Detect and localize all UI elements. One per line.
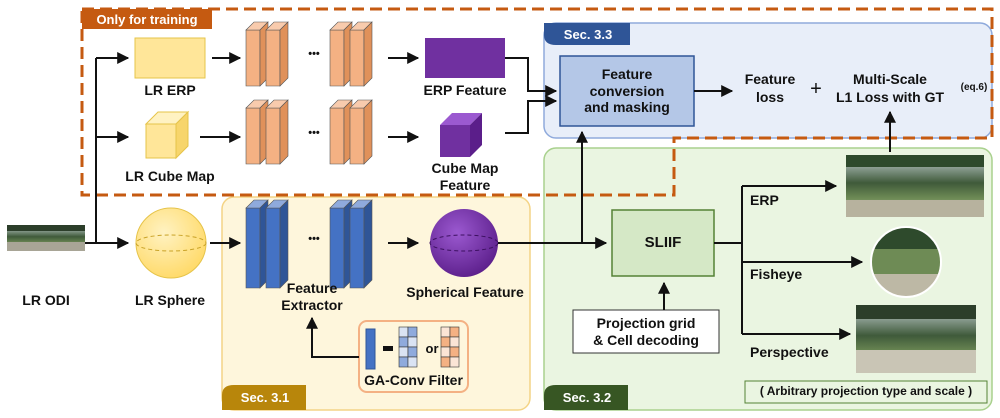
ga-orange-grid-cell (440, 326, 451, 338)
ga-blue-grid-cell (407, 356, 418, 368)
feature-conversion-block (559, 55, 695, 127)
ga-conv-blue-bar (365, 328, 376, 370)
sec32-tag-shape (544, 385, 628, 410)
cube-feature-shape (440, 113, 482, 157)
arbitrary-label: ( Arbitrary projection type and scale ) (759, 384, 973, 398)
stack-row1-slab-3 (349, 21, 373, 87)
erp-output-image (846, 155, 984, 217)
lr-erp-rect (134, 37, 206, 79)
sec31-tag-shape (222, 385, 306, 410)
ga-orange-grid-cell (449, 326, 460, 338)
feature-loss-label-2: loss (755, 89, 784, 105)
erp-feature-label: ERP Feature (423, 82, 507, 98)
arrow-cubefeat-to-conv (505, 95, 558, 134)
cube-encoder-stack (245, 99, 373, 165)
arrow-erpfeat-to-conv (505, 57, 558, 97)
lr-odi-image (7, 225, 85, 251)
lr-erp-label: LR ERP (144, 82, 196, 98)
dots-row1: ••• (308, 48, 320, 60)
ga-blue-grid-cell (407, 336, 418, 348)
lr-cube-map-label: LR Cube Map (125, 168, 215, 184)
lr-sphere-shape (135, 207, 207, 279)
stack-row3-slab-3 (349, 199, 373, 289)
dots-row3: ••• (308, 233, 320, 245)
extractor-label-1: Feature (286, 280, 338, 296)
ga-orange-grid-cell (449, 356, 460, 368)
perspective-output-label: Perspective (750, 344, 829, 360)
multiscale-label-1: Multi-Scale (853, 71, 927, 87)
ga-orange-grid-cell (440, 346, 451, 358)
fisheye-output-label: Fisheye (750, 266, 803, 282)
sliif-label: SLIIF (644, 234, 682, 251)
arrow-ga-to-extractor (306, 316, 359, 358)
training-region-border (80, 7, 994, 197)
ga-blue-grid-cell (398, 346, 409, 358)
erp-output-label: ERP (750, 192, 779, 208)
lr-sphere-label: LR Sphere (134, 292, 205, 308)
projection-grid-label: Projection grid & Cell decoding (593, 314, 699, 348)
ga-conv-grid-blue (398, 326, 418, 368)
ga-blue-grid-cell (398, 356, 409, 368)
stack-row1-slab-2 (329, 21, 353, 87)
ga-conv-or: or (425, 341, 439, 356)
cube-feature-label-2: Feature (439, 177, 491, 193)
stack-row3-slab-0 (245, 199, 269, 289)
erp-feature-rect (425, 38, 505, 78)
plus-sign: + (810, 78, 822, 100)
stack-row2-slab-3 (349, 99, 373, 165)
stack-row1-slab-0 (245, 21, 269, 87)
ga-blue-grid-cell (407, 326, 418, 338)
stack-row3-slab-1 (265, 199, 289, 289)
erp-encoder-stack (245, 21, 373, 87)
feature-conversion-label: Feature conversion and masking (584, 65, 670, 116)
ga-blue-grid-cell (398, 336, 409, 348)
lr-cube-shape (144, 110, 190, 160)
fisheye-output-image (870, 226, 942, 298)
training-tag: Only for training (82, 9, 212, 29)
sec32-tag: Sec. 3.2 (562, 389, 612, 405)
ga-orange-grid-cell (449, 336, 460, 348)
perspective-output-image (856, 305, 976, 373)
cube-feature-label-1: Cube Map (431, 160, 499, 176)
arbitrary-label-box (744, 380, 988, 404)
lr-odi-label: LR ODI (22, 292, 70, 308)
stack-row3-slab-2 (329, 199, 353, 289)
sec31-tag: Sec. 3.1 (240, 389, 290, 405)
spherical-feature-shape (429, 209, 499, 277)
stack-row1-slab-1 (265, 21, 289, 87)
sec33-tag: Sec. 3.3 (563, 26, 613, 42)
stack-row2-slab-2 (329, 99, 353, 165)
sec33-tag-shape (544, 23, 630, 45)
dots-row2: ••• (308, 127, 320, 139)
feature-loss-label-1: Feature (744, 71, 796, 87)
projection-grid-block (572, 309, 720, 354)
feature-extractor-stack (245, 199, 373, 289)
eq-label: (eq.6) (960, 82, 988, 93)
extractor-label-2: Extractor (281, 297, 343, 313)
ga-blue-grid-cell (398, 326, 409, 338)
ga-orange-grid-cell (440, 336, 451, 348)
ga-blue-grid-cell (407, 346, 418, 358)
ga-conv-grid-orange (440, 326, 460, 368)
spherical-feature-label: Spherical Feature (406, 284, 524, 300)
stack-row2-slab-1 (265, 99, 289, 165)
ga-conv-minus (383, 346, 393, 351)
ga-conv-label: GA-Conv Filter (364, 372, 463, 388)
multiscale-label-2: L1 Loss with GT (835, 89, 945, 105)
ga-orange-grid-cell (449, 346, 460, 358)
stack-row2-slab-0 (245, 99, 269, 165)
ga-orange-grid-cell (440, 356, 451, 368)
